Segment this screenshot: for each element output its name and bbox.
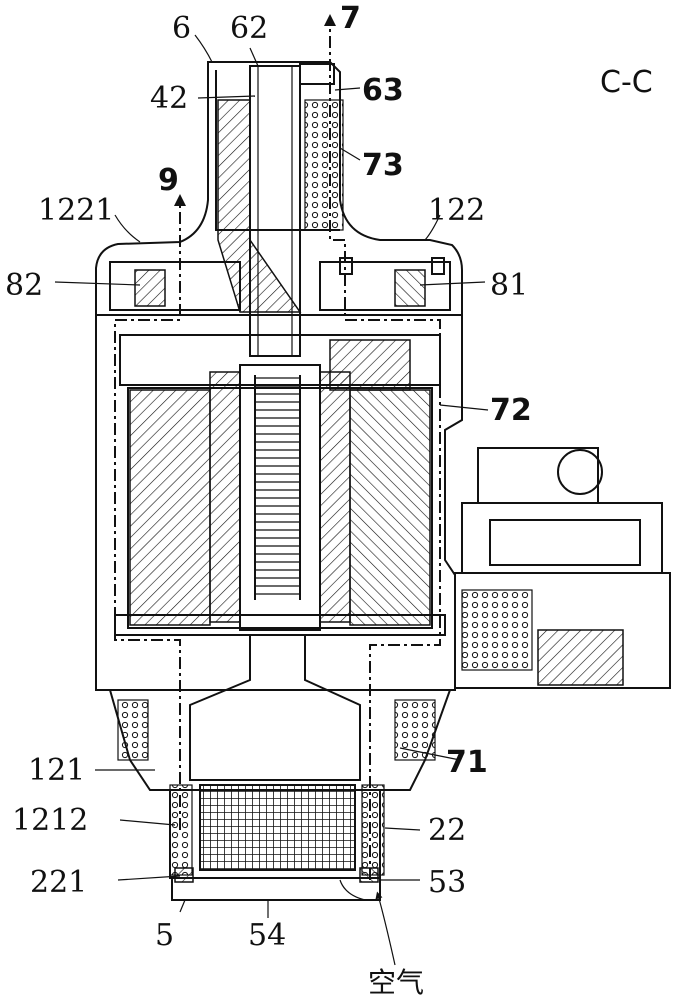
label-63: 63	[362, 73, 404, 108]
label-82: 82	[5, 268, 43, 303]
label-22: 22	[428, 813, 466, 848]
label-42: 42	[150, 81, 188, 116]
label-air: 空气	[368, 966, 424, 999]
leader-lines	[54, 34, 489, 918]
top-housing	[95, 61, 463, 316]
impeller-blocks	[109, 257, 451, 311]
label-1212: 1212	[12, 803, 88, 838]
label-6: 6	[172, 11, 191, 46]
label-62: 62	[230, 11, 268, 46]
label-5: 5	[155, 918, 174, 953]
label-1221: 1221	[38, 193, 114, 228]
lower-housing	[108, 634, 452, 901]
air-inlet-arrow	[339, 879, 396, 966]
label-71: 71	[446, 745, 488, 780]
label-73: 73	[362, 148, 404, 183]
motor-body	[95, 314, 463, 691]
label-221: 221	[30, 865, 87, 900]
spring-coil	[254, 375, 301, 600]
central-shaft	[249, 65, 301, 357]
section-label: C-C	[600, 65, 653, 100]
label-54: 54	[248, 918, 286, 953]
label-121: 121	[28, 753, 85, 788]
label-7: 7	[340, 1, 361, 36]
airflow-paths	[114, 14, 441, 880]
label-72: 72	[490, 393, 532, 428]
side-module	[454, 447, 671, 689]
label-81: 81	[490, 268, 528, 303]
label-9: 9	[158, 163, 179, 198]
label-122: 122	[428, 193, 485, 228]
label-53: 53	[428, 865, 466, 900]
